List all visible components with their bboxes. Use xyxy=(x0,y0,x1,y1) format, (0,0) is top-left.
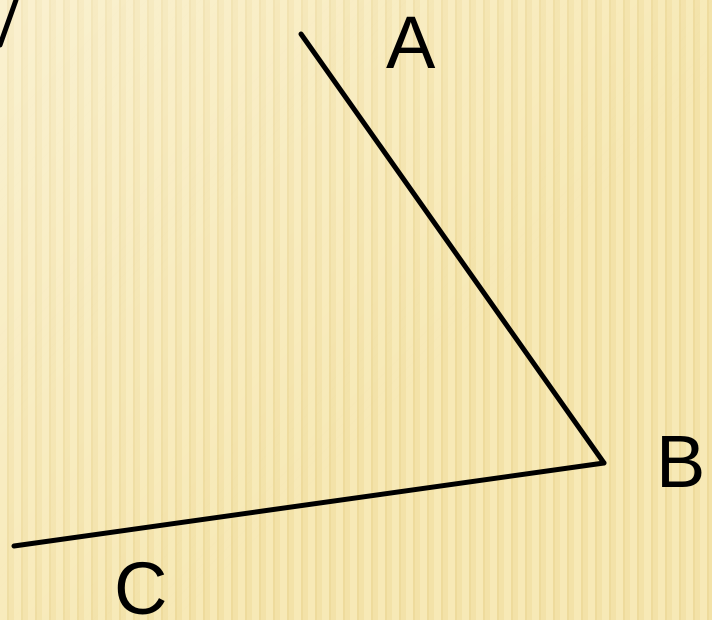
corner-stroke xyxy=(0,0,19,48)
point-label-b: B xyxy=(656,420,706,503)
point-label-c: C xyxy=(114,547,168,620)
point-label-a: A xyxy=(386,1,436,84)
ray-ba xyxy=(298,31,607,466)
ray-bc xyxy=(11,460,607,549)
